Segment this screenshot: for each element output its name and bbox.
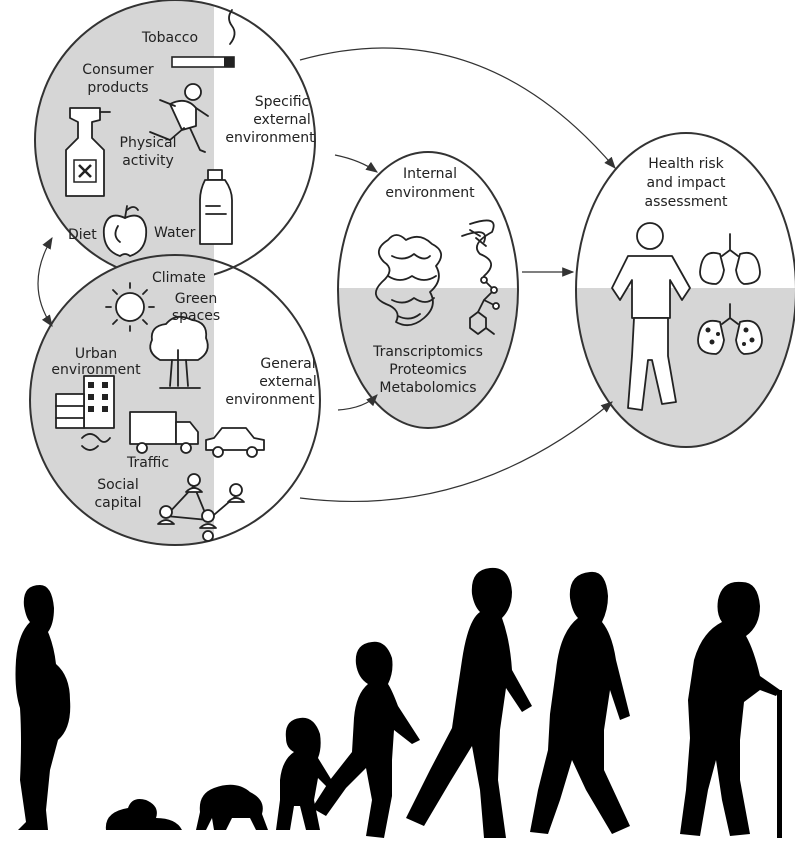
- water-label: Water: [154, 225, 196, 241]
- omics-label-1: Transcriptomics: [372, 344, 483, 360]
- social-capital-label-2: capital: [94, 495, 141, 511]
- specific-title-2: external: [253, 112, 311, 128]
- physical-activity-label-2: activity: [122, 153, 174, 169]
- internal-title-2: environment: [385, 185, 475, 201]
- urban-environment-label-1: Urban: [75, 346, 117, 362]
- arrow-general-to-health: [299, 401, 613, 503]
- dna-icon: [461, 219, 495, 277]
- specific-title-3: environment: [225, 130, 315, 146]
- health-title-1: Health risk: [648, 156, 724, 172]
- diet-label: Diet: [68, 227, 97, 243]
- healthy-lungs-icon: [699, 233, 761, 285]
- omics-label-3: Metabolomics: [379, 380, 476, 396]
- omics-label-2: Proteomics: [389, 362, 466, 378]
- arrow-specific-to-internal: [334, 154, 378, 173]
- consumer-products-label-2: products: [87, 80, 148, 96]
- protein-structure-icon: [375, 234, 442, 327]
- middle-aged-man-silhouette: [530, 571, 630, 834]
- molecule-icon: [469, 276, 500, 335]
- car-icon: [205, 427, 265, 458]
- infant-silhouette: [105, 799, 182, 830]
- consumer-products-label-1: Consumer: [82, 62, 154, 78]
- social-network-icon: [157, 473, 245, 542]
- toddler-silhouette: [276, 717, 334, 830]
- tree-icon: [149, 315, 209, 389]
- green-spaces-label-1: Green: [175, 291, 217, 307]
- runner-icon: [149, 83, 209, 153]
- apple-icon: [102, 205, 148, 257]
- traffic-label: Traffic: [126, 455, 169, 471]
- general-title-1: General: [260, 356, 315, 372]
- arrow-specific-to-health: [299, 47, 616, 169]
- road-icon: [81, 433, 111, 451]
- general-title-3: environment: [225, 392, 315, 408]
- internal-title-1: Internal: [403, 166, 457, 182]
- cane-silhouette: [777, 690, 782, 838]
- specific-title-1: Specific: [255, 94, 310, 110]
- cigarette-icon: [171, 56, 235, 68]
- person-icon: [611, 222, 691, 411]
- social-capital-label-1: Social: [97, 477, 139, 493]
- physical-activity-label-1: Physical: [120, 135, 177, 151]
- truck-icon: [129, 411, 199, 454]
- sun-icon: [105, 282, 155, 332]
- health-title-3: assessment: [645, 194, 728, 210]
- adult-man-silhouette: [406, 567, 532, 838]
- child-silhouette: [312, 641, 420, 838]
- crawling-baby-silhouette: [196, 784, 268, 830]
- climate-label: Climate: [152, 270, 206, 286]
- general-title-2: external: [259, 374, 317, 390]
- buildings-icon: [55, 375, 115, 429]
- tobacco-label: Tobacco: [141, 30, 198, 46]
- spray-bottle-icon: [65, 107, 111, 197]
- life-course-silhouettes: [15, 567, 782, 838]
- water-bottle-icon: [199, 169, 233, 245]
- arrow-general-to-internal: [337, 394, 378, 411]
- arrow-bidirectional-external: [37, 236, 53, 327]
- smoke-icon: [228, 9, 236, 45]
- health-title-2: and impact: [647, 175, 726, 191]
- green-spaces-label-2: spaces: [172, 308, 220, 324]
- elderly-man-silhouette: [680, 581, 780, 836]
- urban-environment-label-2: environment: [51, 362, 141, 378]
- connection-arrows: [37, 47, 616, 503]
- diseased-lungs-icon: [697, 303, 763, 355]
- pregnant-woman-silhouette: [15, 585, 71, 830]
